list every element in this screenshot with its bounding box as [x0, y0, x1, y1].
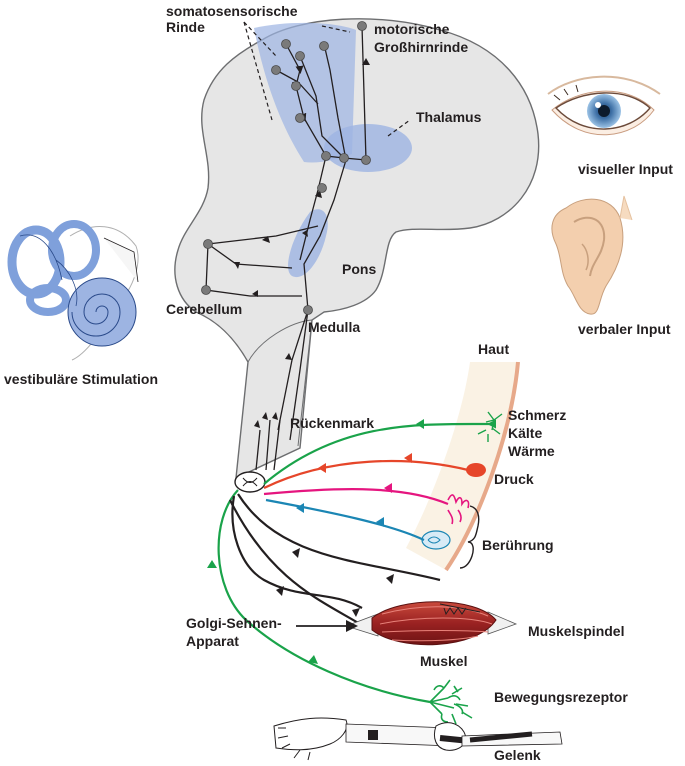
touch-receptor-magenta	[447, 494, 470, 525]
arm-skeleton	[273, 717, 563, 761]
labels: somatosensorische Rinde motorische Großh…	[4, 3, 673, 763]
pressure-nerve	[263, 459, 469, 489]
pressure-receptor	[466, 463, 486, 477]
inner-ear-illustration	[7, 220, 139, 361]
afferent-nerves	[217, 419, 497, 704]
label-golgi-1: Golgi-Sehnen-	[186, 615, 282, 631]
label-cerebellum: Cerebellum	[166, 301, 242, 317]
label-muskelspindel: Muskelspindel	[528, 623, 624, 639]
label-druck: Druck	[494, 471, 534, 487]
brain-outline	[174, 18, 540, 480]
touch-receptor-blue	[421, 530, 451, 550]
touch-nerve-magenta	[263, 488, 449, 506]
label-haut: Haut	[478, 341, 509, 357]
label-thalamus: Thalamus	[416, 109, 482, 125]
neural-nodes	[201, 21, 371, 315]
label-medulla: Medulla	[308, 319, 360, 335]
skin-illustration	[406, 361, 520, 572]
label-motor-1: motorische	[374, 21, 450, 37]
label-kaelte: Kälte	[508, 425, 542, 441]
muscle-illustration	[296, 601, 518, 646]
label-visual-input: visueller Input	[578, 161, 673, 177]
label-bewegungsrezeptor: Bewegungsrezeptor	[494, 689, 628, 705]
pathway-arrows	[234, 58, 370, 428]
pain-nerve	[263, 419, 497, 485]
label-motor-2: Großhirnrinde	[374, 39, 468, 55]
leader-lines	[243, 21, 411, 137]
ear-illustration	[551, 195, 633, 315]
afferent-arrows	[207, 419, 424, 664]
label-somatosensory-1: somatosensorische	[166, 3, 298, 19]
label-pons: Pons	[342, 261, 376, 277]
eye-illustration	[547, 75, 661, 136]
label-muskel: Muskel	[420, 653, 467, 669]
thalamus-region	[324, 124, 412, 172]
movement-receptor	[429, 679, 473, 725]
label-golgi-2: Apparat	[186, 633, 239, 649]
label-somatosensory-2: Rinde	[166, 19, 205, 35]
joint-nerve	[217, 489, 431, 704]
label-rueckenmark: Rückenmark	[290, 415, 374, 431]
label-waerme: Wärme	[508, 443, 555, 459]
label-vestibular: vestibuläre Stimulation	[4, 371, 158, 387]
proprioceptive-nerves	[229, 493, 441, 625]
label-verbal-input: verbaler Input	[578, 321, 671, 337]
label-gelenk: Gelenk	[494, 747, 541, 763]
label-schmerz: Schmerz	[508, 407, 566, 423]
label-beruehrung: Berührung	[482, 537, 554, 553]
proprioceptive-arrows	[276, 548, 394, 617]
touch-nerve-blue	[265, 498, 425, 541]
